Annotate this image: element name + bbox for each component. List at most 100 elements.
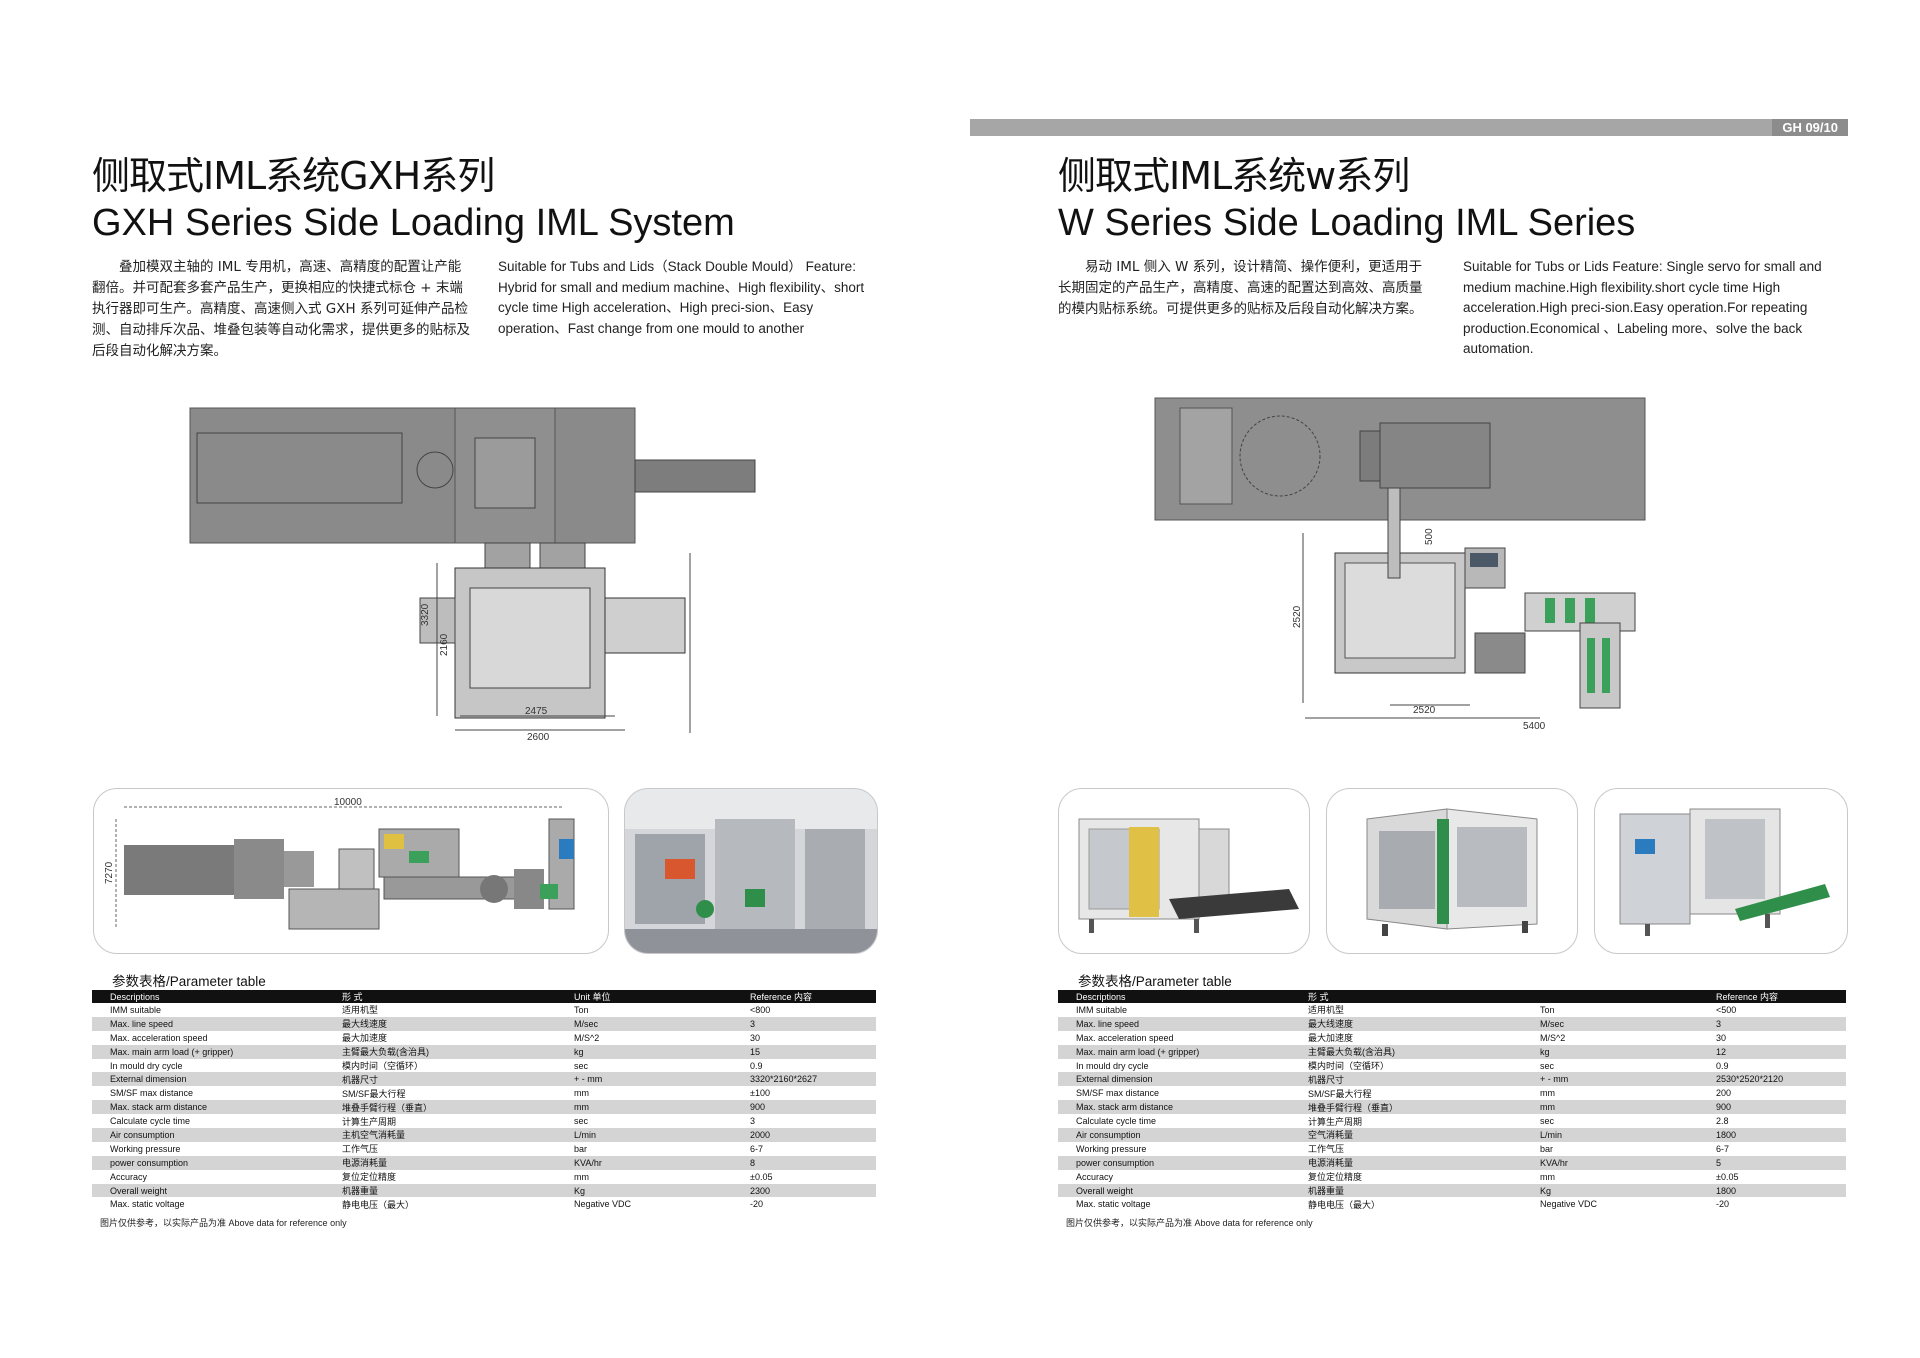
cell-form: 复位定位精度 xyxy=(324,1169,556,1184)
cell-unit: Negative VDC xyxy=(1522,1197,1698,1212)
cell-form: 机器重量 xyxy=(1290,1183,1522,1198)
cell-ref: 6-7 xyxy=(1698,1141,1846,1156)
gxh-factory-photo xyxy=(624,788,878,954)
cell-unit: kg xyxy=(556,1044,732,1059)
cell-desc: IMM suitable xyxy=(92,1003,324,1017)
cell-desc: Accuracy xyxy=(92,1169,324,1184)
header-form: 形 式 xyxy=(1290,990,1522,1003)
cell-desc: External dimension xyxy=(92,1072,324,1087)
table-row: Max. main arm load (+ gripper)主臂最大负载(含治具… xyxy=(1058,1044,1846,1059)
cell-ref: -20 xyxy=(732,1197,876,1212)
header-descriptions: Descriptions xyxy=(92,990,324,1003)
cell-unit: + - mm xyxy=(1522,1072,1698,1087)
cell-form: 堆叠手臂行程（垂直） xyxy=(324,1100,556,1115)
w-machine-photo-3 xyxy=(1594,788,1848,954)
dim-width-1: 2475 xyxy=(525,706,548,717)
cell-unit: mm xyxy=(556,1086,732,1101)
dim-height-2: 2160 xyxy=(439,633,450,656)
cell-ref: 1800 xyxy=(1698,1183,1846,1198)
header-reference: Reference 内容 xyxy=(1698,990,1846,1003)
cell-form: 空气消耗量 xyxy=(1290,1128,1522,1142)
top-band: GH 09/10 xyxy=(970,119,1848,136)
cell-ref: 2000 xyxy=(732,1128,876,1142)
dim-width-1: 2520 xyxy=(1413,705,1436,716)
left-title-cn: 侧取式IML系统GXH系列 xyxy=(92,154,495,198)
cell-form: 最大加速度 xyxy=(324,1030,556,1045)
cell-unit: sec xyxy=(556,1114,732,1129)
cell-unit: bar xyxy=(1522,1141,1698,1156)
header-unit: Unit 单位 xyxy=(556,990,732,1003)
cell-form: 模内时间（空循环） xyxy=(1290,1058,1522,1073)
cell-unit: mm xyxy=(556,1100,732,1115)
cell-unit: M/S^2 xyxy=(556,1030,732,1045)
machine-photo-2-image xyxy=(1366,808,1538,936)
cell-desc: In mould dry cycle xyxy=(1058,1058,1290,1073)
w-machine-photo-1 xyxy=(1058,788,1310,954)
cell-form: 电源消耗量 xyxy=(1290,1155,1522,1170)
gxh-line-layout: 10000 7270 xyxy=(104,797,575,930)
cell-desc: External dimension xyxy=(1058,1072,1290,1087)
cell-desc: Air consumption xyxy=(1058,1128,1290,1142)
factory-photo-image xyxy=(625,789,877,953)
table-row: Max. main arm load (+ gripper)主臂最大负载(含治具… xyxy=(92,1044,876,1059)
header-reference: Reference 内容 xyxy=(732,990,876,1003)
cell-desc: Max. line speed xyxy=(92,1016,324,1031)
cell-ref: ±0.05 xyxy=(1698,1169,1846,1184)
cell-unit: M/sec xyxy=(1522,1016,1698,1031)
right-desc-cn: 易动 IML 侧入 W 系列，设计精简、操作便利，更适用于长期固定的产品生产，高… xyxy=(1058,259,1423,317)
dim-width-2: 2600 xyxy=(527,732,550,743)
cell-ref: 12 xyxy=(1698,1044,1846,1059)
cell-ref: 200 xyxy=(1698,1086,1846,1101)
cell-unit: Negative VDC xyxy=(556,1197,732,1212)
cell-ref: 2300 xyxy=(732,1183,876,1198)
cell-ref: 900 xyxy=(1698,1100,1846,1115)
cell-form: 计算生产周期 xyxy=(1290,1114,1522,1129)
dim-height-1: 3320 xyxy=(420,603,431,626)
cell-desc: power consumption xyxy=(1058,1155,1290,1170)
cell-desc: Max. main arm load (+ gripper) xyxy=(1058,1044,1290,1059)
cell-desc: Max. stack arm distance xyxy=(1058,1100,1290,1115)
right-desc-en: Suitable for Tubs or Lids Feature: Singl… xyxy=(1463,259,1822,356)
cell-form: 机器重量 xyxy=(324,1183,556,1198)
cell-form: 最大线速度 xyxy=(1290,1016,1522,1031)
cell-desc: Max. line speed xyxy=(1058,1016,1290,1031)
cell-desc: Calculate cycle time xyxy=(92,1114,324,1129)
cell-desc: Max. stack arm distance xyxy=(92,1100,324,1115)
cell-desc: Max. static voltage xyxy=(1058,1197,1290,1212)
gxh-line-layout-box: 10000 7270 xyxy=(93,788,609,954)
cell-unit: sec xyxy=(1522,1058,1698,1073)
cell-unit: Kg xyxy=(556,1183,732,1198)
cell-desc: Calculate cycle time xyxy=(1058,1114,1290,1129)
page-number: GH 09/10 xyxy=(1772,119,1848,136)
table-header-row: Descriptions 形 式 Reference 内容 xyxy=(1058,990,1846,1003)
right-param-title: 参数表格/Parameter table xyxy=(1078,974,1232,989)
cell-form: 适用机型 xyxy=(324,1003,556,1017)
cell-desc: SM/SF max distance xyxy=(92,1086,324,1101)
right-title-en: W Series Side Loading IML Series xyxy=(1058,202,1636,244)
cell-ref: 1800 xyxy=(1698,1128,1846,1142)
cell-form: SM/SF最大行程 xyxy=(324,1086,556,1101)
cell-form: 静电电压（最大） xyxy=(1290,1197,1522,1212)
dim-height: 2520 xyxy=(1292,605,1303,628)
cell-desc: Air consumption xyxy=(92,1128,324,1142)
cell-desc: Overall weight xyxy=(1058,1183,1290,1198)
gxh-layout-drawing: 3320 2160 2475 2600 xyxy=(185,398,795,743)
cell-ref: 15 xyxy=(732,1044,876,1059)
cell-form: 最大线速度 xyxy=(324,1016,556,1031)
